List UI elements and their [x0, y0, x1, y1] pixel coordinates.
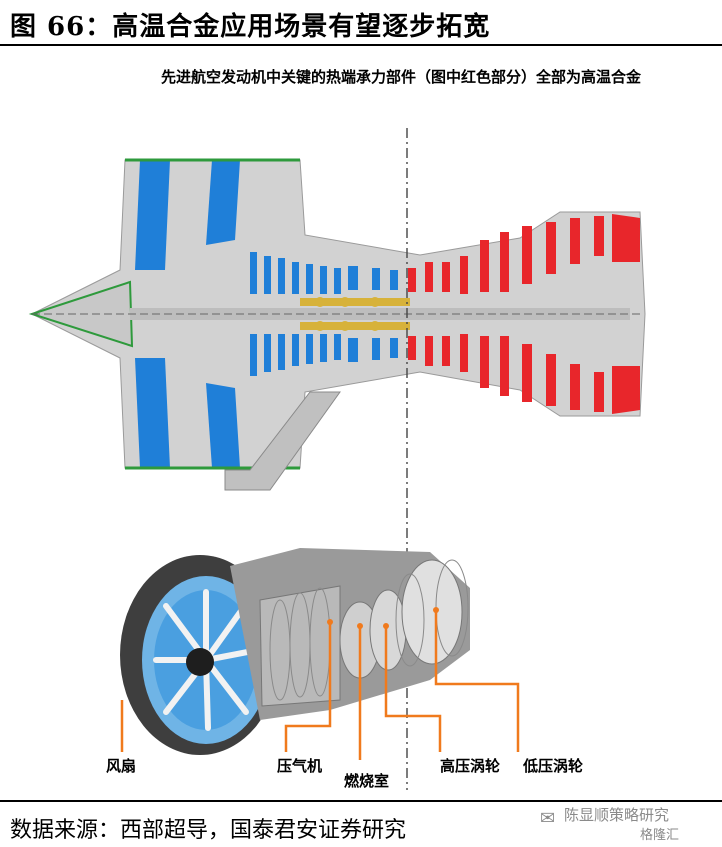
spinner	[186, 648, 214, 676]
label-lp-turbine: 低压涡轮	[523, 757, 584, 775]
fan-blade-upper	[135, 160, 170, 270]
mounting-strut	[224, 391, 341, 491]
fan-blade-lower-2	[206, 383, 240, 468]
fan-blade-upper-2	[206, 160, 240, 245]
compressor-callout-line	[284, 622, 332, 752]
figure-title: 图 66：高温合金应用场景有望逐步拓宽	[10, 12, 491, 42]
compressor-drum	[259, 585, 341, 707]
label-fan: 风扇	[106, 757, 137, 775]
watermark: ✉ 陈显顺策略研究 格隆汇	[540, 800, 720, 844]
engine-cross-section	[28, 128, 646, 790]
label-combustor: 燃烧室	[344, 772, 390, 790]
watermark-account: 陈显顺策略研究	[564, 806, 670, 824]
source-note: 数据来源：西部超导，国泰君安证券研究	[10, 818, 407, 843]
label-compressor: 压气机	[277, 757, 323, 775]
callout-lines	[120, 610, 520, 760]
bottom-divider	[0, 800, 722, 802]
watermark-platform: 格隆汇	[640, 828, 680, 843]
figure-subtitle: 先进航空发动机中关键的热端承力部件（图中红色部分）全部为高温合金	[160, 68, 641, 86]
compressor-stages	[250, 252, 398, 376]
label-hp-turbine: 高压涡轮	[440, 757, 501, 775]
lp-turbine-section	[401, 559, 463, 665]
engine-cutaway	[120, 548, 520, 760]
hp-turbine-section	[369, 589, 407, 671]
turbine-stages	[408, 214, 640, 414]
title-divider	[0, 44, 722, 46]
fan-blade-lower	[135, 358, 170, 468]
lp-turbine-callout-line	[434, 610, 520, 752]
hp-turbine-callout-line	[384, 626, 442, 752]
wechat-icon: ✉	[540, 808, 556, 829]
combustor-core	[300, 297, 410, 331]
